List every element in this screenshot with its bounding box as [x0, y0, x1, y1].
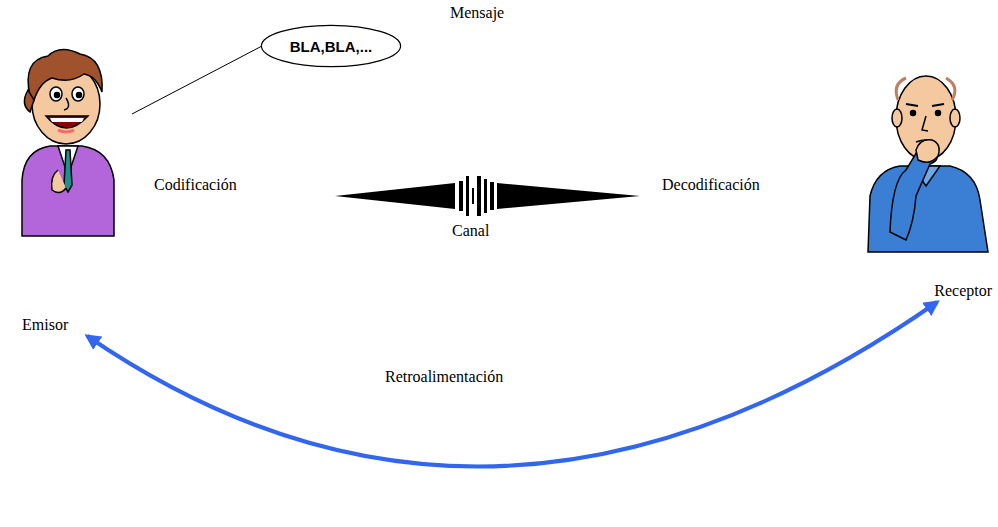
channel-symbol — [335, 176, 640, 216]
message-label: Mensaje — [450, 4, 504, 22]
receiver-node: Receptor — [852, 66, 994, 302]
node-text: Emisor — [22, 316, 68, 334]
encoding-label: Codificación — [154, 176, 237, 194]
speech-bubble: BLA,BLA,... — [260, 24, 402, 68]
sender-node: Emisor — [14, 52, 132, 336]
bubble-tail — [132, 46, 262, 114]
node-text: Receptor — [934, 282, 992, 300]
node-text: BLA,BLA,... — [290, 38, 373, 55]
sender-figure — [22, 49, 114, 236]
edge-label: Retroalimentación — [383, 368, 505, 386]
receiver-figure — [868, 76, 988, 252]
feedback-arrow — [87, 302, 937, 466]
channel-label: Canal — [452, 222, 489, 240]
decoding-label: Decodificación — [662, 176, 760, 194]
